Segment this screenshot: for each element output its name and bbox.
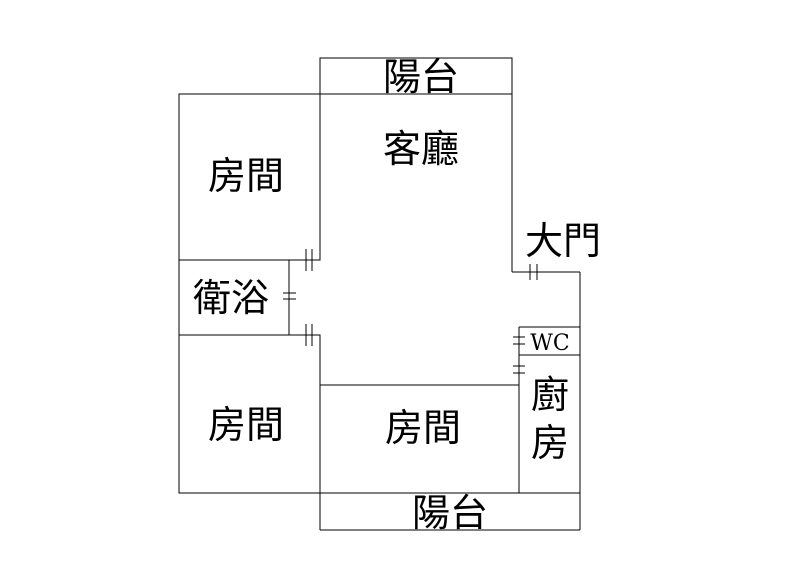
label-balcony-bottom: 陽台 [412,491,488,535]
room-labels: 陽台 客廳 房間 大門 衛浴 WC 廚 房 房間 房間 陽台 [193,55,601,535]
label-bedroom-bottom-left: 房間 [208,403,284,447]
door-bathroom [283,292,296,300]
door-bedroom-bottom-left [300,324,320,346]
doors [283,249,538,374]
door-bedroom-top-left [300,249,320,271]
walls [178,57,581,531]
label-kitchen-line2: 房 [531,421,569,465]
label-bedroom-top-left: 房間 [208,154,284,198]
door-wc [513,336,525,345]
label-kitchen-line1: 廚 [531,373,569,417]
label-bathroom: 衛浴 [193,276,269,320]
label-balcony-top: 陽台 [383,55,459,99]
door-main-entry [529,264,538,280]
label-main-door: 大門 [525,219,601,263]
label-bedroom-bottom-center: 房間 [385,406,461,450]
label-wc: WC [530,331,569,356]
door-kitchen [513,365,525,374]
label-living-room: 客廳 [383,127,459,171]
